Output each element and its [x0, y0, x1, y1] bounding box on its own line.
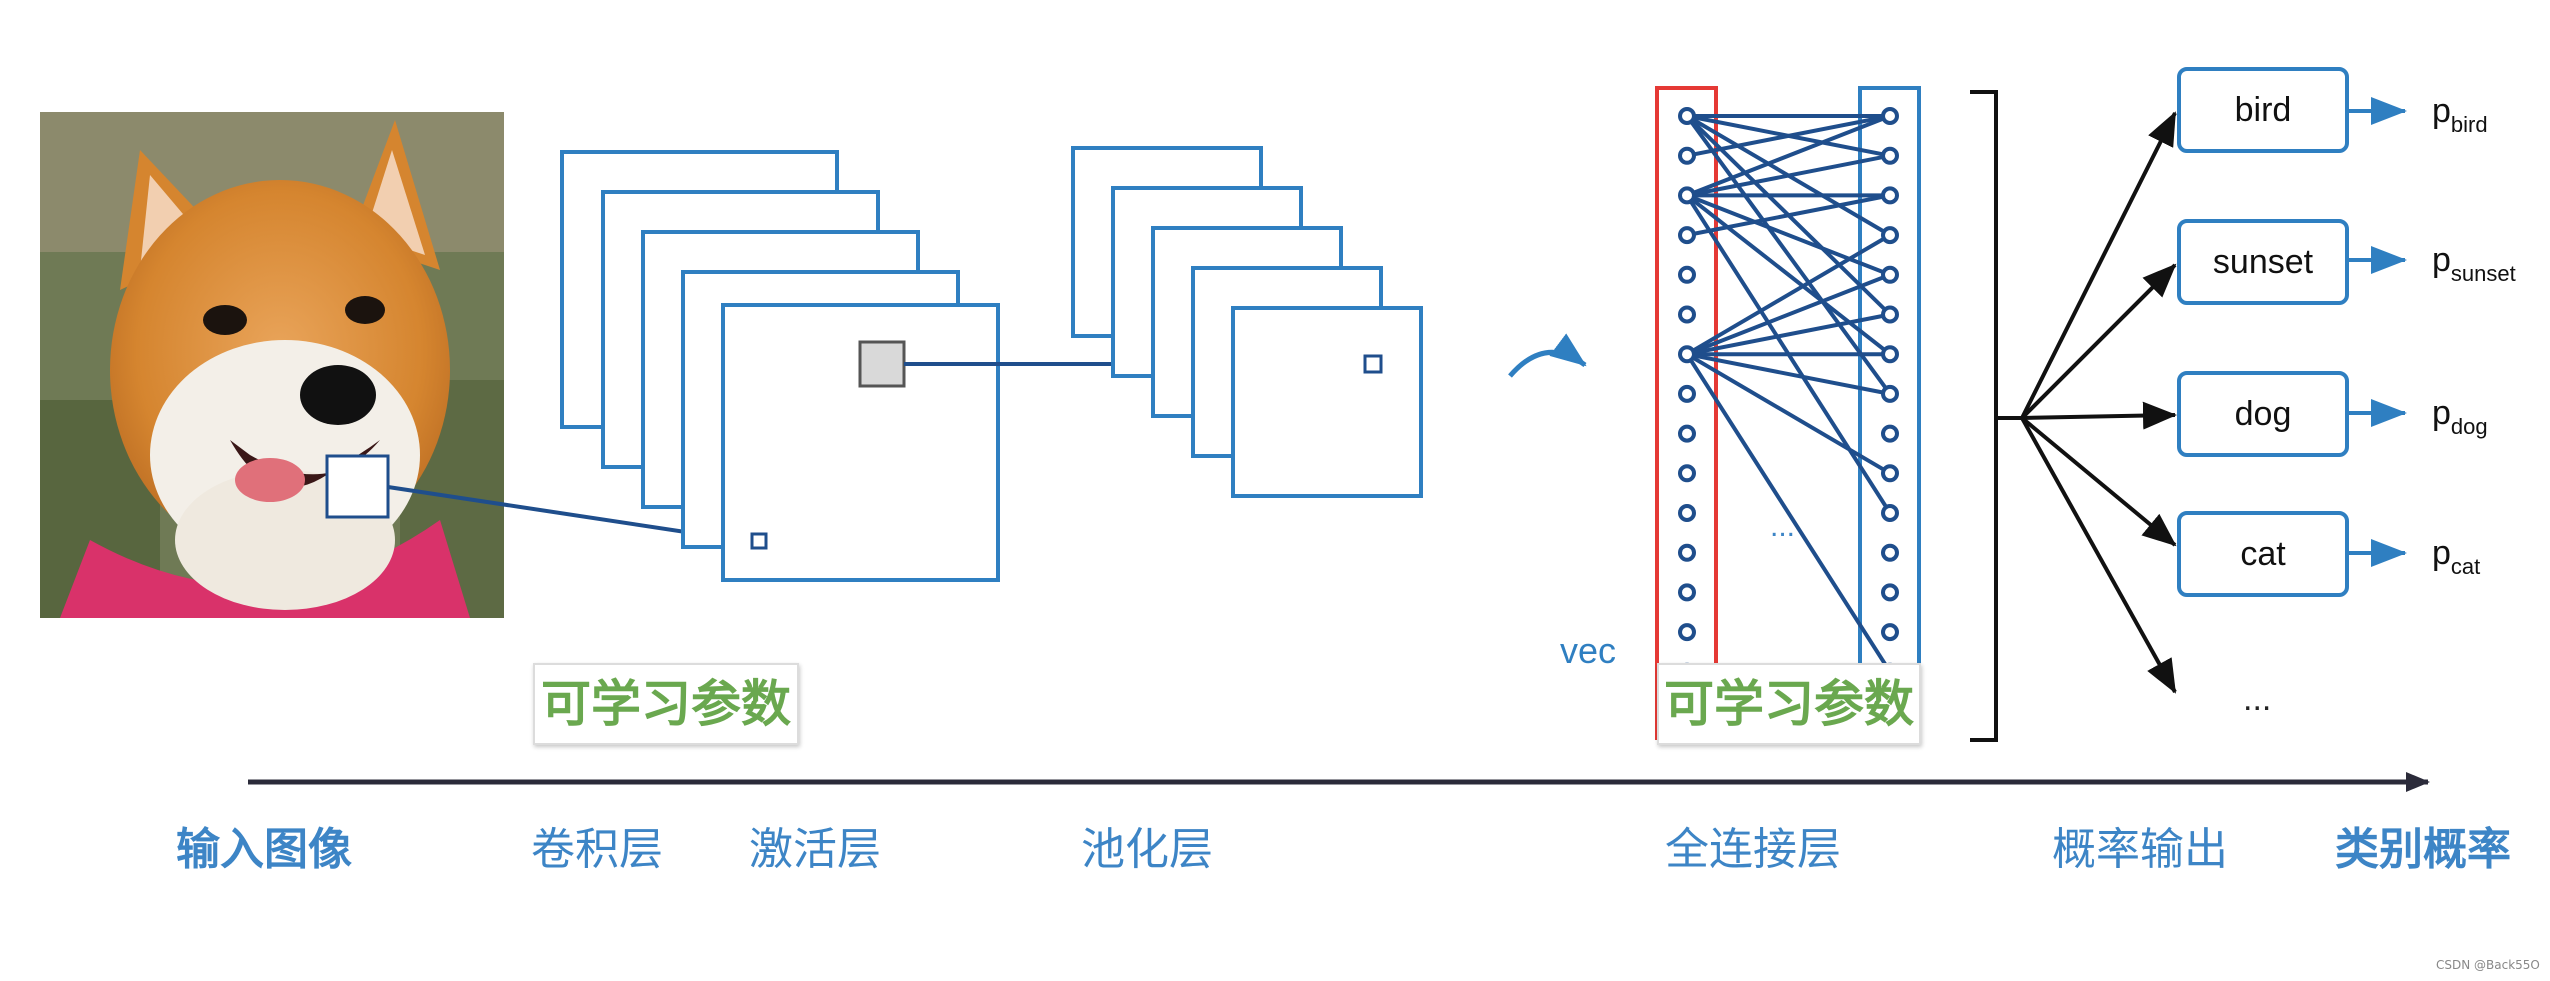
- credit-watermark: CSDN @Back55O: [2436, 958, 2540, 972]
- fc-connection-line: [1686, 114, 1891, 198]
- fc-node: [1881, 464, 1899, 483]
- prob-cat: pcat: [2432, 534, 2481, 579]
- fc-connection-line: [1686, 153, 1891, 198]
- conv-receptive-cell: [750, 532, 768, 550]
- class-box-bird: bird: [2177, 67, 2349, 153]
- class-box-dog: dog: [2177, 371, 2349, 457]
- dog-photo-image: [40, 112, 504, 618]
- fc-connection-line: [1686, 312, 1891, 357]
- learnable-params-conv: 可学习参数: [533, 663, 799, 745]
- fc-node: [1881, 504, 1899, 522]
- classes-ellipsis: ...: [2243, 680, 2272, 718]
- fc-node: [1881, 345, 1899, 364]
- class-box-sunset: sunset: [2177, 219, 2349, 305]
- fc-connection-line: [1685, 114, 1892, 396]
- fc-connection-line: [1685, 233, 1892, 356]
- vec-node: [1678, 424, 1696, 443]
- vec-node: [1678, 384, 1696, 403]
- pool-cell: [1363, 354, 1383, 374]
- fc-nodes: [1678, 107, 1899, 681]
- prob-bird: pbird: [2432, 92, 2488, 137]
- fc-node: [1881, 265, 1899, 284]
- fc-node: [1881, 623, 1899, 642]
- fc-node: [1881, 146, 1899, 165]
- input-patch: [325, 454, 390, 519]
- vec-node: [1678, 226, 1696, 245]
- conv-kernel-highlight: [858, 340, 906, 388]
- vec-node: [1678, 583, 1696, 602]
- vec-node: [1678, 504, 1696, 522]
- vec-node: [1678, 265, 1696, 284]
- vec-node: [1678, 623, 1696, 642]
- stage-label-fc: 全连接层: [1665, 824, 1841, 875]
- fc-connection-line: [1685, 353, 1892, 673]
- fc-node: [1881, 226, 1899, 245]
- class-fanout-arrows: [1996, 111, 2177, 694]
- vec-node: [1678, 146, 1696, 165]
- conv-feature-maps: [560, 150, 1000, 582]
- fc-connection-line: [1686, 114, 1891, 158]
- vec-node: [1678, 186, 1696, 205]
- fc-node: [1881, 543, 1899, 562]
- stage-label-conv: 卷积层: [531, 824, 663, 875]
- vec-label: vec: [1560, 630, 1617, 671]
- fc-connections: [1685, 114, 1892, 673]
- stage-label-class-prob: 类别概率: [2335, 824, 2511, 875]
- fc-node: [1881, 424, 1899, 443]
- vec-node: [1678, 107, 1696, 125]
- fc-node: [1881, 384, 1899, 403]
- prob-dog: pdog: [2432, 394, 2488, 439]
- stage-label-pool: 池化层: [1081, 824, 1213, 875]
- vec-node: [1678, 305, 1696, 324]
- curved-arrow-icon: [1508, 333, 1587, 378]
- fc-connection-line: [1686, 272, 1891, 357]
- fc-connection-line: [1685, 193, 1892, 356]
- vec-node: [1678, 345, 1696, 364]
- fc-ellipsis: ...: [1770, 510, 1796, 543]
- stage-label-input: 输入图像: [176, 824, 352, 875]
- vec-node: [1678, 543, 1696, 562]
- fc-connection-line: [1686, 193, 1891, 277]
- fc-node: [1881, 186, 1899, 205]
- prob-sunset: psunset: [2432, 241, 2516, 286]
- fc-node: [1881, 583, 1899, 602]
- pool-feature-maps: [1071, 146, 1423, 498]
- learnable-params-fc: 可学习参数: [1657, 663, 1921, 745]
- fc-connection-line: [1686, 352, 1891, 396]
- stage-label-prob-output: 概率输出: [2052, 824, 2228, 875]
- output-bracket: [1970, 90, 1998, 742]
- class-box-cat: cat: [2177, 511, 2349, 597]
- fc-node: [1881, 305, 1899, 324]
- vec-node: [1678, 464, 1696, 483]
- class-prob-arrows: [2349, 97, 2407, 567]
- fc-connection-line: [1686, 193, 1891, 238]
- fc-node: [1881, 107, 1899, 125]
- fc-connection-line: [1685, 352, 1892, 476]
- stage-label-activation: 激活层: [749, 824, 881, 875]
